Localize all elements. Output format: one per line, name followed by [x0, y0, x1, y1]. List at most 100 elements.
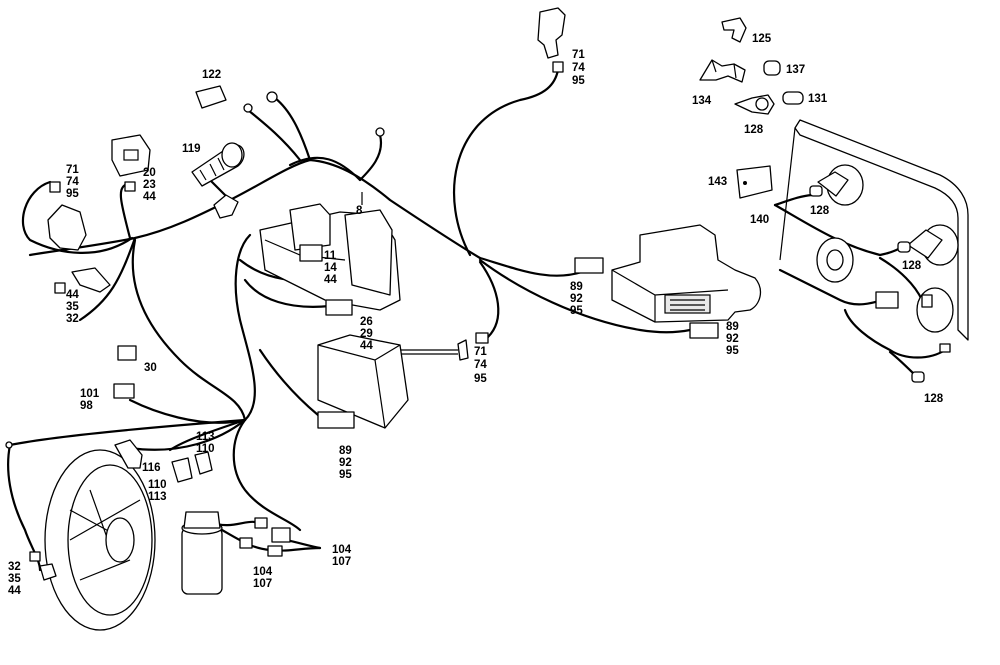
label-140: 140 [750, 214, 769, 226]
connector-101-98 [113, 383, 135, 399]
label-14: 14 [324, 262, 337, 274]
label-89: 89 [570, 281, 583, 293]
label-95: 95 [66, 188, 79, 200]
clip-125 [721, 17, 747, 43]
label-35: 35 [8, 573, 21, 585]
label-74: 74 [572, 62, 585, 74]
electric-fan [44, 449, 156, 631]
label-32: 32 [8, 561, 21, 573]
connector-104-107-a [239, 537, 253, 549]
label-92: 92 [726, 333, 739, 345]
label-30: 30 [144, 362, 157, 374]
label-44: 44 [8, 585, 21, 597]
label-125: 125 [752, 33, 772, 45]
left-bracket [47, 181, 87, 251]
label-128: 128 [744, 124, 764, 136]
label-110: 110 [148, 479, 167, 491]
clamp-122 [195, 85, 385, 137]
relay-20-23-44 [111, 134, 151, 192]
label-44: 44 [360, 340, 373, 352]
label-95: 95 [474, 373, 487, 385]
capacitor [181, 511, 223, 595]
label-11: 11 [324, 250, 337, 262]
label-92: 92 [570, 293, 583, 305]
lamp-sensor [875, 287, 954, 333]
label-95: 95 [339, 469, 352, 481]
relay-143 [736, 165, 773, 199]
connector-71-74-95-mid [475, 332, 489, 344]
label-71: 71 [474, 346, 487, 358]
bracket-134 [699, 59, 746, 83]
bulb-137 [763, 60, 781, 76]
label-23: 23 [143, 179, 156, 191]
sensor-44-35-32 [54, 267, 111, 294]
label-8: 8 [356, 205, 363, 217]
label-89: 89 [339, 445, 352, 457]
grommet-119 [191, 142, 245, 187]
label-74: 74 [474, 359, 487, 371]
connector-110-113 [171, 457, 193, 483]
control-unit-center [317, 334, 409, 429]
part-number-labels: 8 11 14 44 20 23 44 26 29 44 30 32 35 44… [8, 33, 944, 597]
connector-113-110 [194, 451, 213, 475]
label-92: 92 [339, 457, 352, 469]
label-128: 128 [924, 393, 944, 405]
label-107: 107 [332, 556, 351, 568]
label-104: 104 [332, 544, 352, 556]
lamp-128-b [897, 224, 959, 266]
label-95: 95 [726, 345, 739, 357]
label-128: 128 [810, 205, 830, 217]
bulb-131 [782, 91, 804, 105]
label-35: 35 [66, 301, 79, 313]
socket-128-top [734, 94, 775, 115]
harness-clip [213, 194, 239, 219]
label-113: 113 [148, 491, 167, 503]
label-20: 20 [143, 167, 156, 179]
label-122: 122 [202, 69, 221, 81]
label-89: 89 [726, 321, 739, 333]
label-44: 44 [66, 289, 79, 301]
sensor-116 [114, 439, 143, 469]
label-29: 29 [360, 328, 373, 340]
label-107: 107 [253, 578, 272, 590]
label-104: 104 [253, 566, 273, 578]
fan-plug [39, 563, 57, 581]
left-terminal [5, 441, 13, 449]
rod-end [457, 339, 469, 361]
label-71: 71 [66, 164, 79, 176]
connector-89-92-95-a [574, 257, 604, 274]
label-137: 137 [786, 64, 805, 76]
label-95: 95 [570, 305, 583, 317]
label-128: 128 [902, 260, 922, 272]
label-71: 71 [572, 49, 585, 61]
top-connector-bracket [537, 7, 566, 73]
label-113: 113 [196, 431, 215, 443]
label-116: 116 [142, 462, 161, 474]
label-143: 143 [708, 176, 727, 188]
connector-30 [117, 345, 137, 361]
label-98: 98 [80, 400, 93, 412]
lamp-128-a [809, 164, 864, 206]
connector-89-92-95-b [689, 322, 719, 339]
label-74: 74 [66, 176, 79, 188]
label-134: 134 [692, 95, 712, 107]
connector-104-107-c [271, 527, 291, 543]
label-44: 44 [143, 191, 156, 203]
fan-connector [29, 551, 41, 562]
central-electrical-module [259, 203, 401, 316]
label-119: 119 [182, 143, 201, 155]
label-44: 44 [324, 274, 337, 286]
label-26: 26 [360, 316, 373, 328]
label-32: 32 [66, 313, 79, 325]
horn [816, 237, 854, 283]
connector-128-bottom [911, 343, 951, 383]
connector-104-107-d [267, 545, 283, 557]
lamp-bracket-140 [779, 119, 969, 341]
label-131: 131 [808, 93, 828, 105]
connector-104-107-b [254, 517, 268, 529]
label-110: 110 [196, 443, 215, 455]
control-unit-right [611, 224, 762, 323]
label-101: 101 [80, 388, 100, 400]
label-95: 95 [572, 75, 585, 87]
